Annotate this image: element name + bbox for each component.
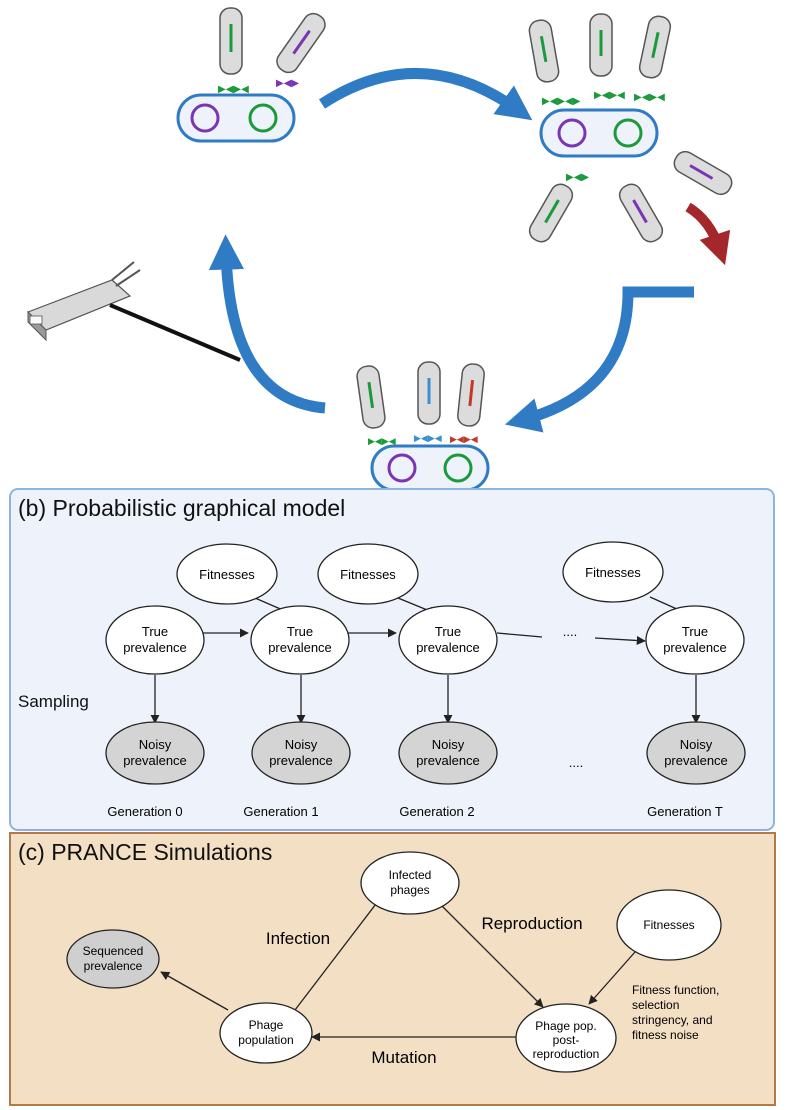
svg-text:prevalence: prevalence bbox=[123, 640, 187, 655]
svg-text:Noisy: Noisy bbox=[680, 737, 713, 752]
svg-text:Infected: Infected bbox=[389, 868, 432, 882]
svg-text:Phage: Phage bbox=[249, 1018, 284, 1032]
cycle-arrow-right bbox=[504, 286, 694, 433]
svg-text:prevalence: prevalence bbox=[663, 640, 727, 655]
svg-text:selection: selection bbox=[632, 998, 679, 1012]
svg-text:▶◀▶◀: ▶◀▶◀ bbox=[414, 433, 442, 443]
phage-population-node: Phage population bbox=[219, 1002, 313, 1064]
svg-text:True: True bbox=[435, 624, 461, 639]
fitnesses-node-c: Fitnesses bbox=[616, 889, 722, 961]
svg-text:Fitnesses: Fitnesses bbox=[199, 567, 255, 582]
fitnesses-node-1: Fitnesses bbox=[176, 543, 278, 605]
fitness-note: Fitness function, selection stringency, … bbox=[632, 983, 719, 1042]
sequenced-prevalence-node: Sequenced prevalence bbox=[66, 929, 160, 989]
svg-text:Fitnesses: Fitnesses bbox=[585, 565, 641, 580]
svg-text:prevalence: prevalence bbox=[664, 753, 728, 768]
svg-text:prevalence: prevalence bbox=[269, 753, 333, 768]
svg-text:prevalence: prevalence bbox=[268, 640, 332, 655]
generation-label-1: Generation 1 bbox=[243, 804, 318, 819]
cycle-arrow-left bbox=[208, 234, 326, 414]
infected-phages-node: Infected phages bbox=[360, 851, 460, 915]
noisy-prevalence-node-0: Noisy prevalence bbox=[105, 721, 205, 785]
svg-text:Sequenced: Sequenced bbox=[83, 944, 144, 958]
svg-text:Fitnesses: Fitnesses bbox=[643, 918, 694, 932]
svg-text:▶◀▶◀: ▶◀▶◀ bbox=[594, 90, 625, 101]
noisy-prevalence-node-t: Noisy prevalence bbox=[646, 721, 746, 785]
svg-text:Noisy: Noisy bbox=[139, 737, 172, 752]
removal-arrow bbox=[685, 202, 731, 266]
svg-text:population: population bbox=[238, 1033, 293, 1047]
svg-text:Phage pop.: Phage pop. bbox=[535, 1019, 596, 1033]
svg-text:▶◀▶◀: ▶◀▶◀ bbox=[450, 434, 478, 444]
panel-c: (c) PRANCE Simulations Infected phages F… bbox=[9, 832, 776, 1106]
svg-text:▶◀▶: ▶◀▶ bbox=[276, 78, 299, 89]
panel-b-title: (b) Probabilistic graphical model bbox=[18, 495, 345, 521]
bacterium-cell-2: ▶◀▶◀▶ ▶◀▶◀ ▶◀▶◀ ▶◀▶ bbox=[528, 13, 733, 243]
bacterium-cell-1: ▶◀▶◀ ▶◀▶ bbox=[176, 7, 326, 143]
svg-text:reproduction: reproduction bbox=[533, 1047, 600, 1061]
sampling-label: Sampling bbox=[18, 692, 89, 711]
fitnesses-node-2: Fitnesses bbox=[317, 543, 419, 605]
true-prevalence-node-2: True prevalence bbox=[398, 605, 498, 675]
svg-text:▶◀▶◀: ▶◀▶◀ bbox=[634, 92, 665, 103]
svg-text:▶◀▶: ▶◀▶ bbox=[566, 172, 589, 183]
svg-text:prevalence: prevalence bbox=[416, 640, 480, 655]
svg-text:Noisy: Noisy bbox=[285, 737, 318, 752]
svg-text:True: True bbox=[142, 624, 168, 639]
svg-text:▶◀▶◀: ▶◀▶◀ bbox=[368, 436, 396, 446]
svg-text:stringency, and: stringency, and bbox=[632, 1013, 713, 1027]
true-prevalence-node-0: True prevalence bbox=[105, 605, 205, 675]
generation-label-0: Generation 0 bbox=[107, 804, 182, 819]
panel-c-title: (c) PRANCE Simulations bbox=[18, 839, 272, 865]
noisy-prevalence-node-2: Noisy prevalence bbox=[398, 721, 498, 785]
svg-text:Noisy: Noisy bbox=[432, 737, 465, 752]
fitnesses-node-t: Fitnesses bbox=[562, 541, 664, 603]
svg-text:Fitnesses: Fitnesses bbox=[340, 567, 396, 582]
true-prevalence-node-1: True prevalence bbox=[250, 605, 350, 675]
svg-text:prevalence: prevalence bbox=[84, 959, 143, 973]
ellipsis-true-row: .... bbox=[563, 624, 577, 639]
edge-label-infection: Infection bbox=[266, 929, 330, 948]
bacterium-cell-3: ▶◀▶◀ ▶◀▶◀ ▶◀▶◀ bbox=[356, 361, 490, 492]
sequencer-device-icon bbox=[26, 261, 241, 362]
svg-text:True: True bbox=[287, 624, 313, 639]
svg-text:▶◀▶◀▶: ▶◀▶◀▶ bbox=[542, 96, 581, 107]
generation-label-t: Generation T bbox=[647, 804, 723, 819]
panel-b: (b) Probabilistic graphical model Sampli… bbox=[9, 488, 775, 831]
ellipsis-noisy-row: .... bbox=[569, 755, 583, 770]
svg-text:True: True bbox=[682, 624, 708, 639]
svg-text:fitness noise: fitness noise bbox=[632, 1028, 699, 1042]
true-prevalence-node-t: True prevalence bbox=[645, 605, 745, 675]
cycle-arrow-top bbox=[318, 67, 533, 121]
svg-text:prevalence: prevalence bbox=[416, 753, 480, 768]
svg-text:phages: phages bbox=[390, 883, 429, 897]
edge-label-reproduction: Reproduction bbox=[481, 914, 582, 933]
panel-c-edges bbox=[160, 895, 636, 1042]
svg-text:Fitness function,: Fitness function, bbox=[632, 983, 719, 997]
panel-a-illustration: ▶◀▶◀ ▶◀▶ ▶◀▶◀▶ ▶◀▶◀ ▶◀▶◀ ▶◀▶ bbox=[26, 7, 733, 492]
edge-label-mutation: Mutation bbox=[371, 1048, 436, 1067]
svg-text:prevalence: prevalence bbox=[123, 753, 187, 768]
svg-text:post-: post- bbox=[553, 1033, 580, 1047]
generation-label-2: Generation 2 bbox=[399, 804, 474, 819]
svg-text:▶◀▶◀: ▶◀▶◀ bbox=[218, 84, 249, 95]
noisy-prevalence-node-1: Noisy prevalence bbox=[251, 721, 351, 785]
phage-pop-post-reproduction-node: Phage pop. post- reproduction bbox=[515, 1003, 617, 1073]
